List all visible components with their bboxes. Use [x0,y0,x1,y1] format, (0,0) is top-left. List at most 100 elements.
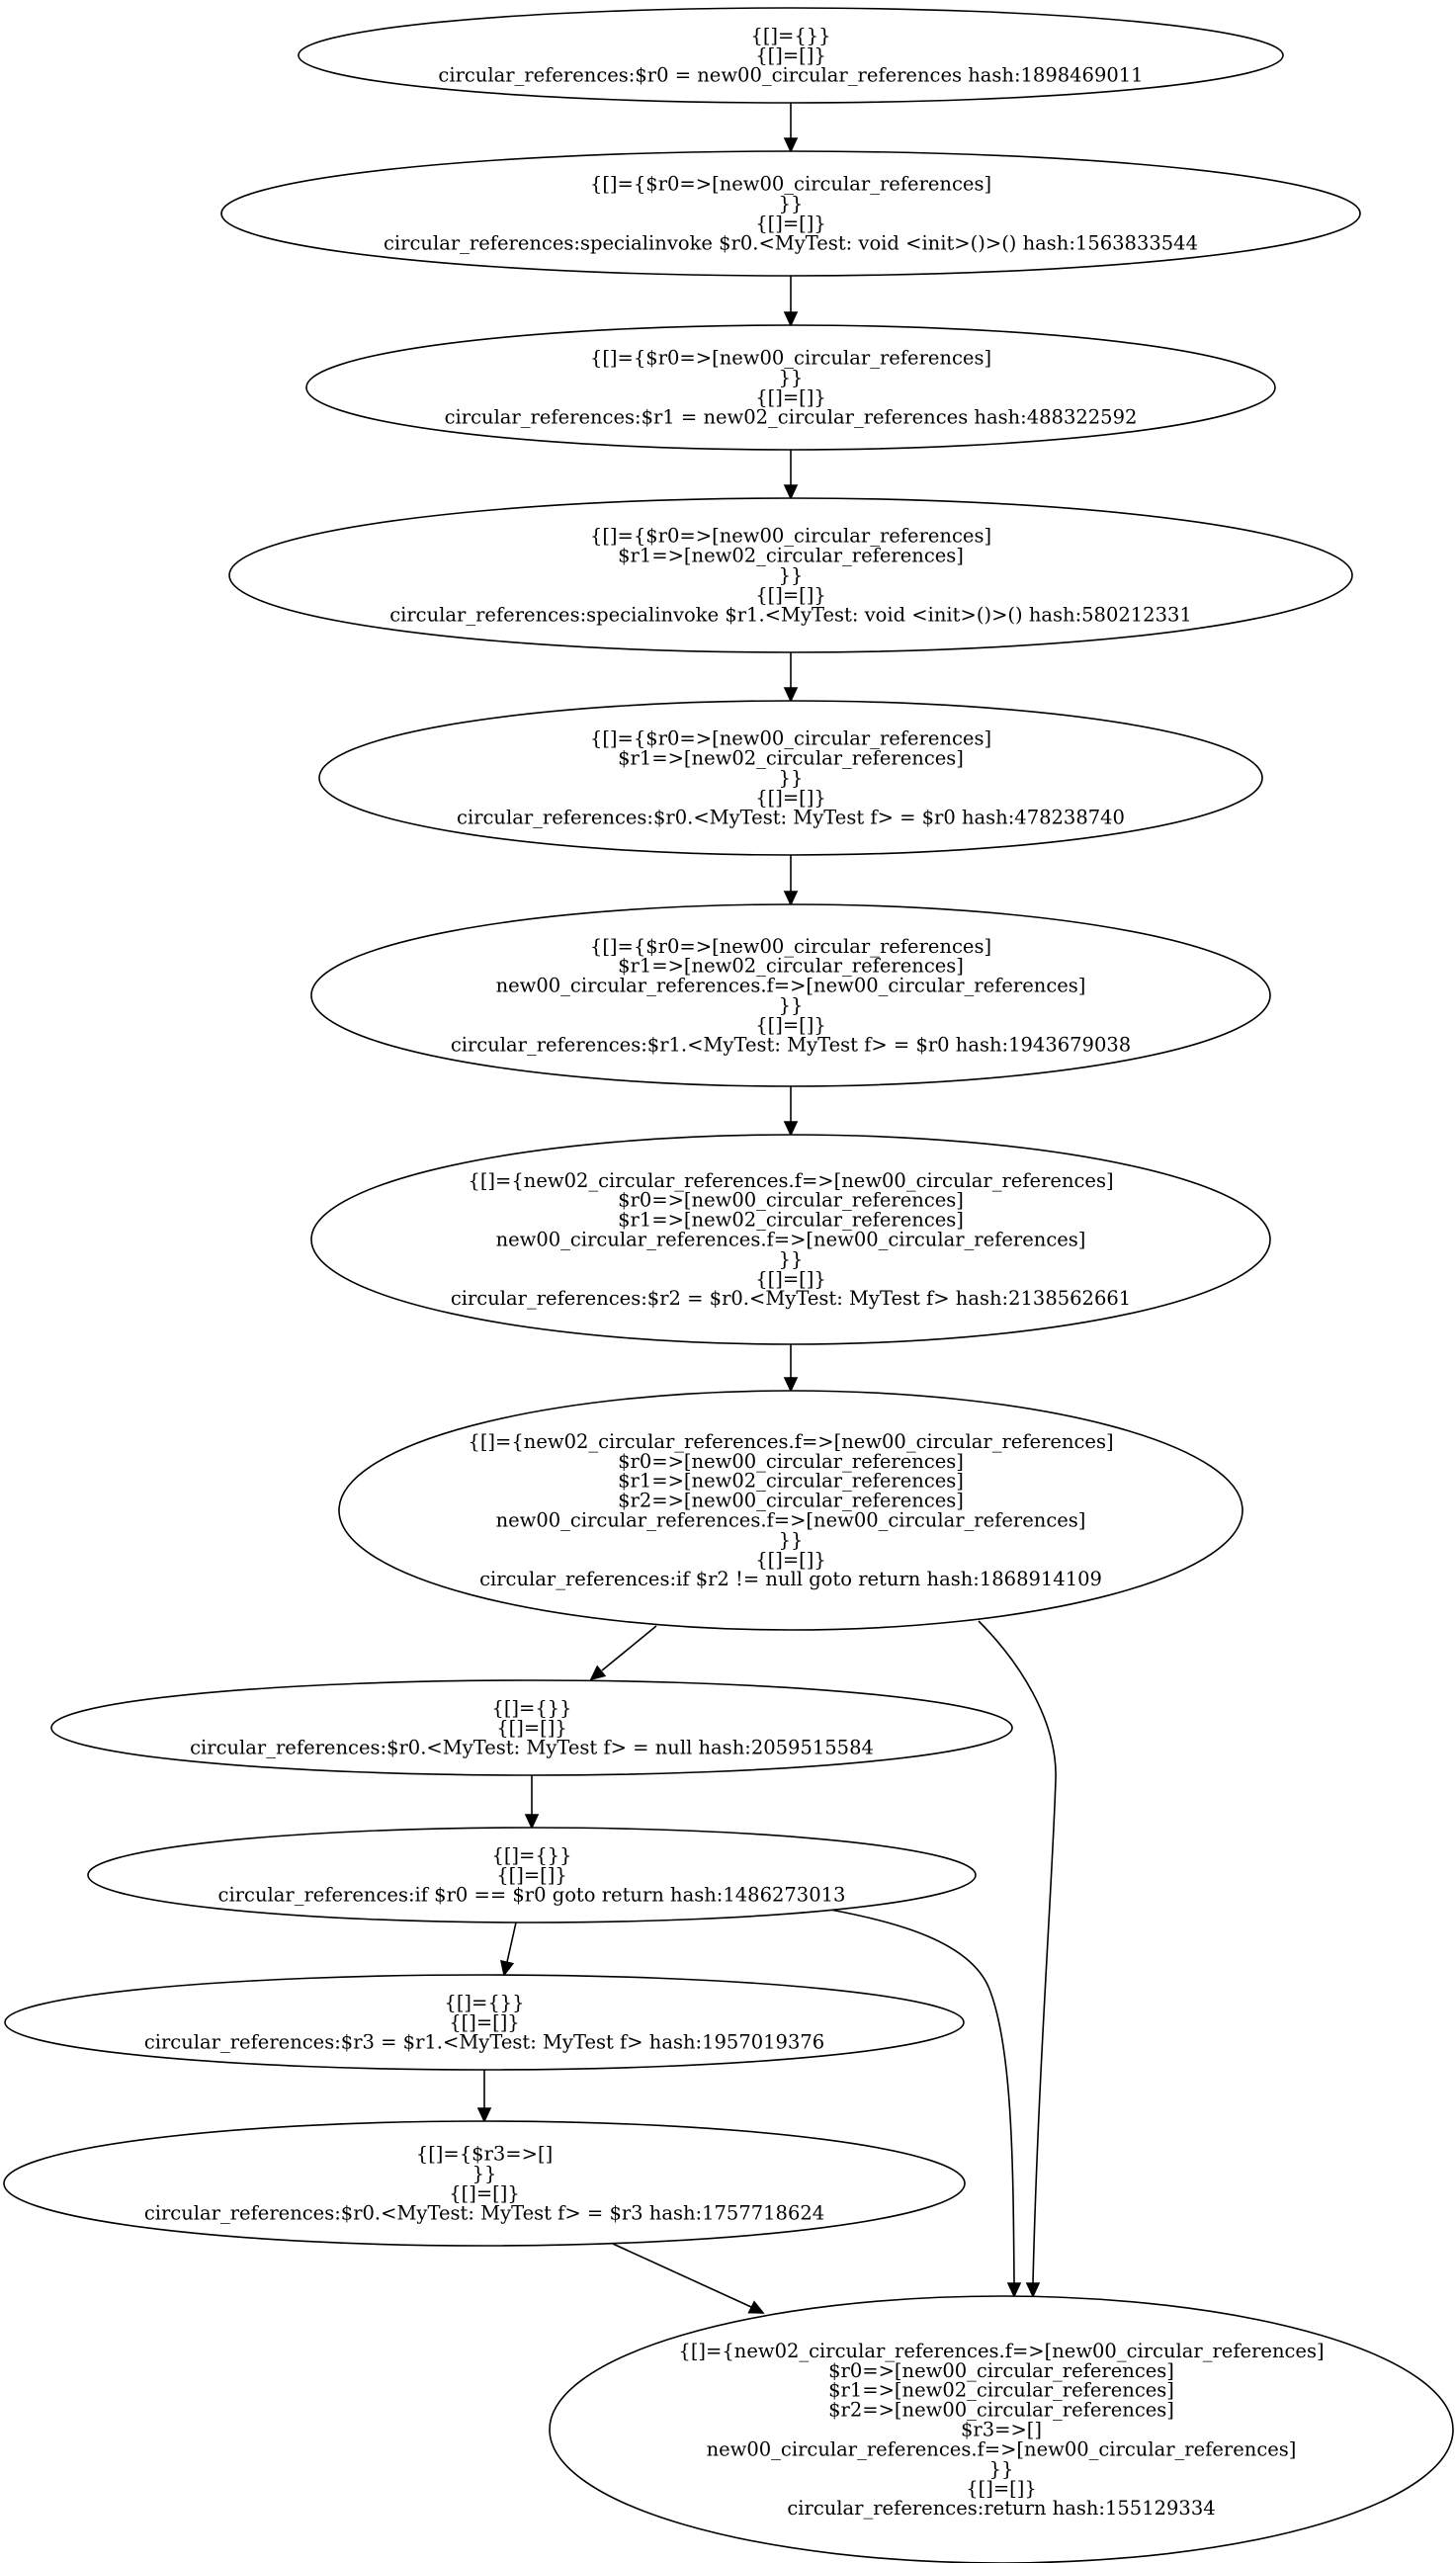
node-label-line: $r2=>[new00_circular_references] [618,1490,964,1512]
node-label-line: }} [779,367,804,389]
node-label-line: {[]={}} [491,1844,571,1867]
node-label-line: {[]={$r0=>[new00_circular_references] [590,525,991,548]
node-label-line: {[]={$r3=>[] [416,2143,553,2166]
graph-node-n11: {[]={$r3=>[]}}{[]=[]}circular_references… [3,2120,966,2247]
node-label-line: new00_circular_references.f=>[new00_circ… [707,2437,1297,2460]
node-label-line: $r3=>[] [961,2419,1042,2441]
node-ellipse [228,497,1353,653]
edge-line [978,1620,1057,2284]
graph-node-n5: {[]={$r0=>[new00_circular_references]$r1… [310,903,1271,1087]
arrowhead-icon [589,1665,607,1681]
node-label-line: $r1=>[new02_circular_references] [618,747,964,770]
arrowhead-icon [783,137,799,153]
node-label-line: {[]=[]} [496,1717,567,1740]
node-ellipse [50,1679,1013,1776]
nodes-layer: {[]={}}{[]=[]}circular_references:$r0 = … [3,7,1454,2563]
node-label-line: $r1=>[new02_circular_references] [618,955,964,978]
node-label-line: {[]=[]} [966,2477,1037,2500]
graph-node-n3: {[]={$r0=>[new00_circular_references]$r1… [228,497,1353,653]
edge-n6-to-n7 [783,1344,799,1393]
node-label-line: circular_references:$r0 = new00_circular… [438,63,1143,86]
node-label-line: }} [989,2457,1014,2480]
node-label-line: circular_references:if $r0 == $r0 goto r… [218,1883,846,1906]
node-label-line: $r0=>[new00_circular_references] [618,1189,964,1212]
graph-node-n8: {[]={}}{[]=[]}circular_references:$r0.<M… [50,1679,1013,1776]
node-label-line: $r0=>[new00_circular_references] [828,2359,1174,2382]
node-label-line: {[]=[]} [755,786,826,809]
node-ellipse [549,2295,1454,2563]
node-label-line: circular_references:$r0.<MyTest: MyTest … [190,1736,874,1758]
edge-n7-to-n12 [978,1620,1057,2298]
edge-n9-to-n12 [829,1909,1022,2298]
arrowhead-icon [524,1814,540,1830]
node-ellipse [87,1827,977,1923]
node-label-line: new00_circular_references.f=>[new00_circ… [496,1229,1086,1251]
node-label-line: $r1=>[new02_circular_references] [828,2379,1174,2402]
edge-n10-to-n11 [476,2070,492,2123]
node-ellipse [3,2120,966,2247]
edge-n3-to-n4 [783,652,799,703]
node-label-line: circular_references:$r2 = $r0.<MyTest: M… [451,1287,1131,1310]
node-label-line: }} [779,1247,804,1270]
node-label-line: {[]={$r0=>[new00_circular_references] [590,935,991,958]
edge-n0-to-n1 [783,103,799,153]
node-label-line: new00_circular_references.f=>[new00_circ… [496,1508,1086,1531]
edge-n2-to-n3 [783,450,799,500]
node-label-line: {[]={}} [444,1992,524,2014]
graph-node-n0: {[]={}}{[]=[]}circular_references:$r0 = … [298,7,1284,104]
arrowhead-icon [1025,2282,1041,2298]
node-ellipse [338,1390,1243,1631]
node-label-line: {[]={new02_circular_references.f=>[new00… [678,2340,1324,2362]
node-label-line: circular_references:specialinvoke $r1.<M… [389,603,1192,626]
arrowhead-icon [783,484,799,500]
edge-n8-to-n9 [524,1775,540,1830]
node-label-line: $r1=>[new02_circular_references] [618,545,964,567]
edge-line [829,1909,1015,2284]
edge-n7-to-n8 [589,1625,657,1681]
edge-line [612,2243,752,2308]
node-label-line: {[]=[]} [755,1548,826,1571]
node-label-line: {[]=[]} [755,583,826,606]
node-ellipse [310,903,1271,1087]
node-label-line: {[]={new02_circular_references.f=>[new00… [468,1169,1113,1192]
node-label-line: {[]={$r0=>[new00_circular_references] [590,727,991,750]
node-label-line: {[]={}} [491,1697,571,1720]
node-label-line: $r2=>[new00_circular_references] [828,2399,1174,2422]
arrowhead-icon [783,311,799,327]
node-ellipse [220,150,1361,277]
node-label-line: }} [779,564,804,587]
node-label-line: {[]=[]} [449,2181,520,2204]
node-label-line: circular_references:specialinvoke $r0.<M… [384,231,1198,254]
node-label-line: $r0=>[new00_circular_references] [618,1450,964,1473]
edge-n4-to-n5 [783,855,799,906]
edges-layer [476,103,1057,2314]
node-label-line: {[]=[]} [755,1267,826,1290]
arrowhead-icon [783,687,799,703]
node-label-line: {[]=[]} [755,44,826,67]
arrowhead-icon [747,2300,765,2314]
arrowhead-icon [500,1959,515,1977]
graph-node-n7: {[]={new02_circular_references.f=>[new00… [338,1390,1243,1631]
node-label-line: {[]=[]} [755,212,826,234]
node-label-line: {[]={}} [750,25,830,47]
arrowhead-icon [1006,2282,1022,2298]
node-label-line: {[]={$r0=>[new00_circular_references] [590,347,991,370]
edge-line [506,1922,517,1963]
edge-n11-to-n12 [612,2243,765,2314]
graph-node-n4: {[]={$r0=>[new00_circular_references]$r1… [318,700,1263,856]
node-label-line: new00_circular_references.f=>[new00_circ… [496,975,1086,997]
arrowhead-icon [783,1377,799,1393]
node-label-line: }} [779,193,804,215]
node-label-line: $r1=>[new02_circular_references] [618,1209,964,1232]
node-ellipse [305,324,1276,451]
graph-node-n6: {[]={new02_circular_references.f=>[new00… [310,1134,1271,1345]
node-label-line: }} [472,2163,497,2185]
graph-node-n2: {[]={$r0=>[new00_circular_references]}}{… [305,324,1276,451]
node-label-line: }} [779,993,804,1016]
node-label-line: circular_references:return hash:15512933… [787,2497,1215,2520]
node-label-line: circular_references:$r1 = new02_circular… [445,405,1138,428]
node-label-line: }} [779,1528,804,1551]
edge-n1-to-n2 [783,276,799,327]
graph-node-n10: {[]={}}{[]=[]}circular_references:$r3 = … [4,1974,965,2071]
